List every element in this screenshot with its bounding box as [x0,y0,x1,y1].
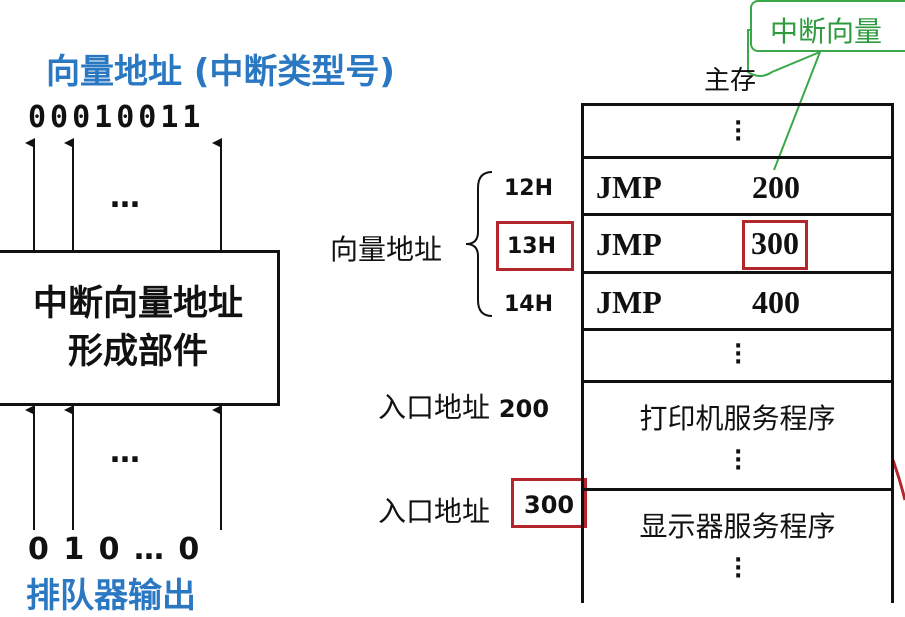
printer-service-routine: 打印机服务程序 ··· [584,383,891,491]
address-13h: 13H [496,221,574,271]
jmp-target-400: 400 [752,284,800,320]
printer-service-label: 打印机服务程序 [639,402,836,435]
display-service-routine: 显示器服务程序 ··· [584,491,891,603]
vertical-ellipsis: ··· [734,548,743,589]
address-14h: 14H [504,292,554,317]
callout-pointer [773,51,821,171]
queue-output-label: 排队器输出 [26,576,196,616]
entry-address-200: 入口地址 200 [378,386,549,426]
generator-label-line2: 形成部件 [67,332,208,372]
interrupt-vector-callout: 中断向量 [750,0,905,52]
vertical-ellipsis: ··· [734,334,743,375]
jmp-target-300: 300 [742,220,808,270]
jmp-instruction: JMP [596,169,662,205]
jmp-instruction: JMP [596,284,662,320]
bottom-ellipsis: … [110,435,142,470]
memory-row-ellipsis-top: ··· [584,103,891,159]
memory-row-13h: JMP 300 [584,216,891,274]
callout-text: 中断向量 [770,15,883,48]
vertical-ellipsis: ··· [734,111,743,152]
entry-value-300: 300 [511,478,587,528]
callout-leader [747,29,821,77]
jmp-target-200: 200 [752,169,800,205]
vector-address-bits: 00010011 [28,100,205,135]
memory-row-12h: JMP 200 [584,159,891,216]
red-edge-mark [891,459,905,501]
entry-label-1: 入口地址 [378,391,491,424]
entry-label-2: 入口地址 [378,495,491,528]
vector-address-generator: 中断向量地址 形成部件 [0,250,280,406]
top-ellipsis: … [110,180,142,215]
queue-output-bits: 0 1 0 … 0 [28,532,202,567]
vector-address-label: 向量地址 [330,233,443,266]
entry-value-200: 200 [498,395,550,423]
memory-row-ellipsis-mid: ··· [584,331,891,383]
main-memory-title: 主存 [704,66,757,96]
vertical-ellipsis: ··· [734,440,743,481]
entry-address-300: 入口地址 [378,490,490,530]
generator-label-line1: 中断向量地址 [32,284,243,324]
address-12h: 12H [504,176,554,201]
memory-row-14h: JMP 400 [584,274,891,331]
display-service-label: 显示器服务程序 [639,510,836,543]
vector-address-title: 向量地址 (中断类型号) [46,52,395,92]
vector-brace [465,171,493,317]
main-memory: ··· JMP 200 JMP 300 JMP 400 ··· 打印机服务程序 … [581,103,894,603]
jmp-instruction: JMP [596,226,662,262]
